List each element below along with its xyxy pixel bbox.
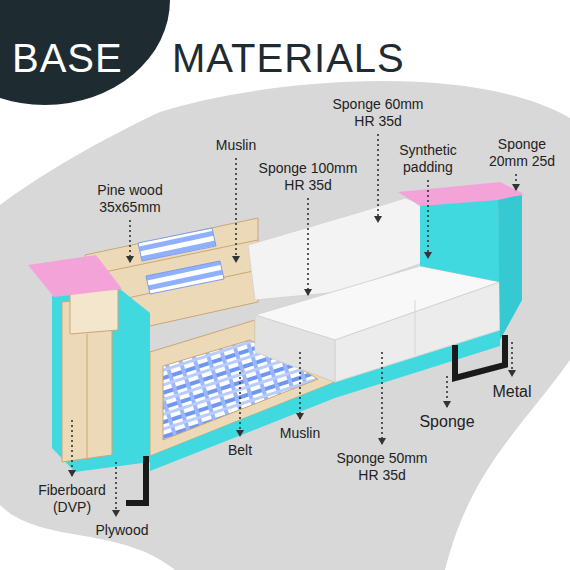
cushions xyxy=(248,198,500,382)
left-arm xyxy=(28,255,150,472)
part-label: Synthetic padding xyxy=(388,142,468,176)
part-label: Sponge 100mm HR 35d xyxy=(256,160,360,194)
part-label: Muslin xyxy=(206,137,266,154)
part-label: Sponge 60mm HR 35d xyxy=(328,96,428,130)
part-label: Sponge xyxy=(412,412,482,431)
part-label: Sponge 20mm 25d xyxy=(482,136,562,170)
part-label: Fiberboard (DVP) xyxy=(30,482,114,516)
part-label: Sponge 50mm HR 35d xyxy=(332,450,432,484)
part-label: Muslin xyxy=(270,425,330,442)
part-label: Belt xyxy=(215,442,265,459)
diagram-title: MATERIALS xyxy=(172,38,405,78)
background-blob xyxy=(0,81,570,570)
background-wave xyxy=(500,380,570,570)
part-label: Metal xyxy=(482,382,542,401)
leader-lines xyxy=(72,134,516,516)
metal-legs xyxy=(126,335,505,503)
part-label: Pine wood 35x65mm xyxy=(85,182,175,216)
right-arm xyxy=(398,182,524,340)
part-label: Plywood xyxy=(87,522,157,539)
node-text: BASE xyxy=(12,38,123,78)
title-circle: BASE xyxy=(0,0,170,105)
